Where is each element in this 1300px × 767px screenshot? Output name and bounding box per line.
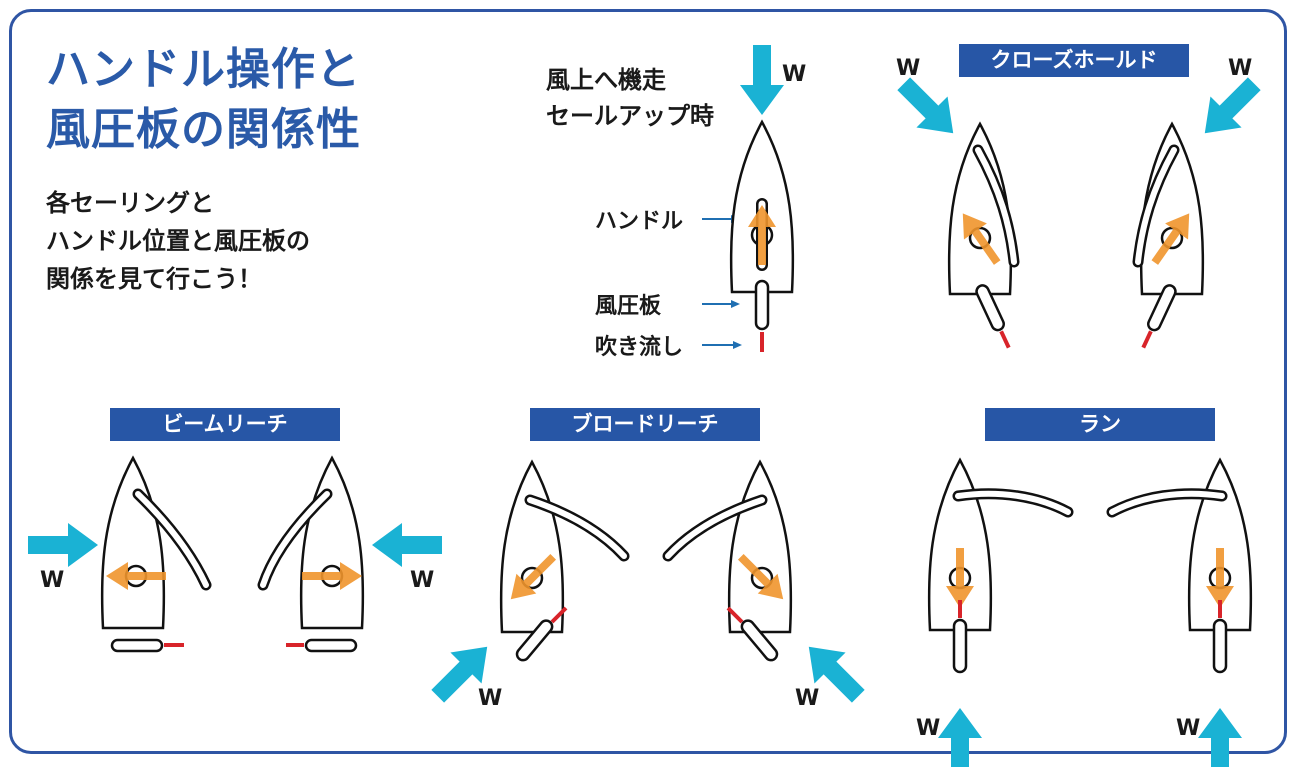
boat-beam-reach-port <box>28 456 212 653</box>
wind-label-run-right: W <box>1176 716 1201 741</box>
wind-label-beam-right: W <box>410 568 435 593</box>
boat-run-starboard <box>1106 458 1253 767</box>
wind-label-close-right: W <box>1228 56 1253 81</box>
handle-label: ハンドル <box>595 209 684 234</box>
page-title: ハンドル操作と 風圧板の関係性 <box>46 40 361 160</box>
wind-arrow-icon <box>372 523 442 567</box>
wind-arrow-icon <box>28 523 98 567</box>
wind-arrow-icon <box>1198 708 1242 767</box>
wind-label-run-left: W <box>916 716 941 741</box>
banner-beam-reach: ビームリーチ <box>110 408 340 441</box>
banner-run: ラン <box>985 408 1215 441</box>
wind-arrow-icon <box>793 631 874 712</box>
streamer-label: 吹き流し <box>595 335 684 360</box>
heading-line-2: セールアップ時 <box>546 102 714 130</box>
heading-upwind-label: 風上へ機走 セールアップ時 <box>546 62 714 134</box>
boat-broad-reach-port <box>422 460 630 712</box>
boat-close-hauled-port <box>888 68 1020 349</box>
boat-close-hauled-starboard <box>1132 68 1270 349</box>
banner-close-hauled: クローズホールド <box>959 44 1189 77</box>
boat-upwind <box>729 45 795 352</box>
boat-run-port <box>927 458 1074 767</box>
wind-arrow-icon <box>1189 68 1270 149</box>
wind-vane-label: 風圧板 <box>595 294 662 319</box>
diagram-frame <box>9 9 1287 754</box>
boat-beam-reach-starboard <box>257 456 442 653</box>
banner-broad-reach: ブロードリーチ <box>530 408 760 441</box>
wind-label-broad-right: W <box>795 686 820 711</box>
wind-arrow-icon <box>888 68 969 149</box>
intro-line-1: 各セーリングと <box>46 189 214 217</box>
title-line-1: ハンドル操作と <box>46 44 361 95</box>
intro-text: 各セーリングと ハンドル位置と風圧板の 関係を見て行こう！ <box>46 184 310 298</box>
wind-label-beam-left: W <box>40 568 65 593</box>
heading-line-1: 風上へ機走 <box>546 66 666 94</box>
wind-label-close-left: W <box>896 56 921 81</box>
boat-broad-reach-starboard <box>662 460 874 712</box>
wind-arrow-icon <box>938 708 982 767</box>
title-line-2: 風圧板の関係性 <box>46 104 361 155</box>
intro-line-2: ハンドル位置と風圧板の <box>46 227 310 255</box>
wind-arrow-icon <box>422 631 503 712</box>
wind-label-broad-left: W <box>478 686 503 711</box>
wind-label-top: W <box>782 62 807 87</box>
intro-line-3: 関係を見て行こう！ <box>46 265 262 293</box>
wind-arrow-icon <box>740 45 784 115</box>
